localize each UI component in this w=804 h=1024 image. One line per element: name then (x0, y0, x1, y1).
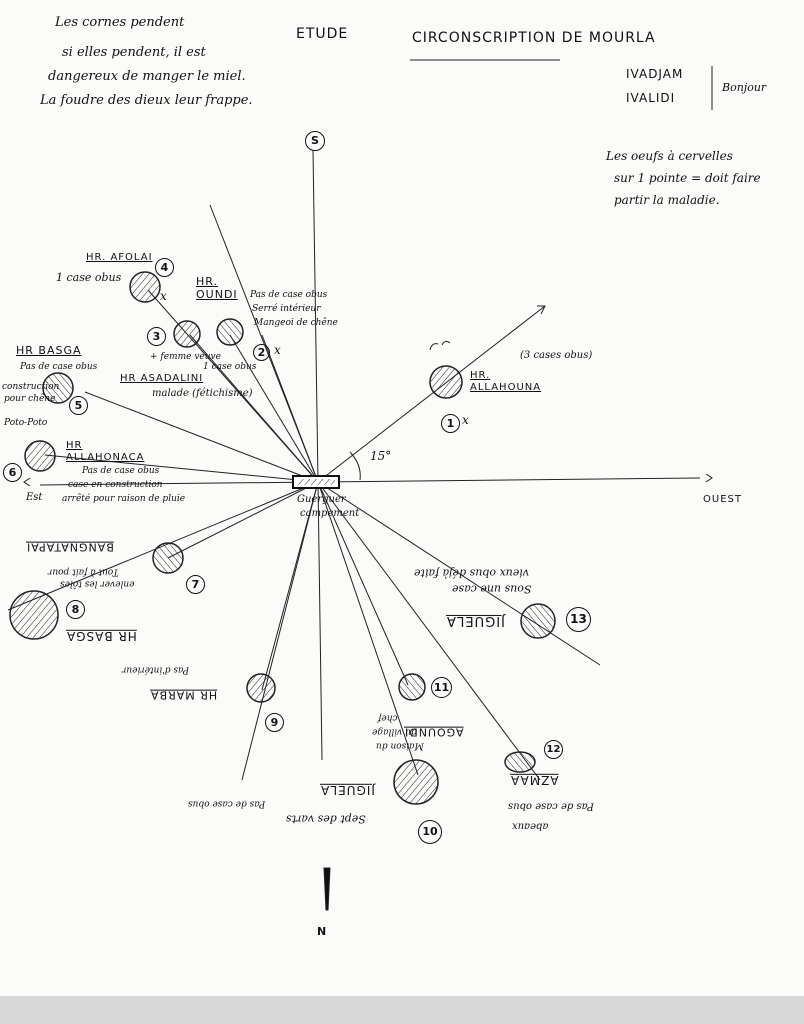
site-2-mark: x (274, 343, 281, 357)
site-12-note-1: Pas de case obus (508, 800, 594, 812)
site-9-note-1: Pas d'intérieur (122, 664, 189, 675)
east-label: Est (26, 492, 43, 503)
site-10-note-1: Sept des varts (286, 812, 366, 826)
note-top-left-1: Les cornes pendent (55, 15, 185, 30)
note-top-left-2: si elles pendent, il est (62, 45, 206, 60)
site-1-name: HR. ALLAHOUNA (470, 370, 542, 393)
site-6-note-1: Poto-Poto (4, 418, 48, 428)
site-3-note-3: malade (fétichisme) (152, 388, 253, 399)
title-circonscription: CIRCONSCRIPTION DE MOURLA (412, 30, 656, 46)
site-10-number: 10 (418, 820, 442, 844)
site-11-note-1: Maison du (376, 740, 424, 751)
site-2-note-1: Pas de case obus (250, 290, 328, 300)
note-top-left-4: La foudre des dieux leur frappe. (40, 93, 253, 108)
site-2-note-3: Mangeoi de chêne (254, 318, 338, 328)
site-6-name: HR ALLAHONACA (66, 440, 145, 463)
note-right-3: partir la maladie. (614, 193, 720, 207)
site-1-extra: (3 cases obus) (520, 350, 593, 361)
name-ivalidi: IVALIDI (626, 91, 676, 105)
site-5-note-3: pour chêne (4, 394, 56, 404)
west-label: OUEST (703, 494, 742, 505)
title-etude: ETUDE (296, 26, 349, 42)
site-2-note-2: Serré intérieur (252, 304, 321, 314)
site-3-number: 3 (147, 327, 166, 346)
site-2-number: 2 (253, 344, 270, 361)
site-3-note-2: 1 case obus (203, 362, 257, 372)
site-11-number: 11 (431, 677, 452, 698)
site-2-name: HR. OUNDI (196, 275, 238, 301)
center-label-1: Guerguer (297, 494, 346, 505)
note-top-left-3: dangereux de manger le miel. (48, 69, 246, 84)
site-1-mark: x (462, 413, 469, 427)
site-13-number: 13 (566, 607, 591, 632)
site-4-number: 4 (155, 258, 174, 277)
angle-label: 15° (370, 449, 392, 463)
site-7-number: 7 (186, 575, 205, 594)
note-right-1: Les oeufs à cervelles (606, 149, 733, 163)
site-4-name: HR. AFOLAI (86, 252, 153, 263)
site-4-note-1: 1 case obus (56, 271, 122, 284)
site-5-note-1: Pas de case obus (20, 362, 98, 372)
south-marker: S (305, 131, 325, 151)
site-9-name: HR MARBA (150, 688, 218, 702)
site-13-name: JIGUELA (446, 612, 505, 628)
site-6-number: 6 (3, 463, 22, 482)
site-8-number: 8 (66, 600, 85, 619)
site-7-name: BANGNATAPAI (26, 540, 114, 554)
north-label: N (317, 925, 328, 938)
site-12-note-2: abeaux (512, 820, 549, 832)
site-13-note-1: Sous une case (452, 582, 532, 596)
site-10-name: JIGUELA (320, 782, 375, 797)
site-3-note-1: + femme veuve (150, 352, 221, 362)
site-3-name: HR ASADALINI (120, 373, 204, 384)
site-6-note-2: Pas de case obus (82, 466, 160, 476)
site-5-number: 5 (69, 396, 88, 415)
site-9-number: 9 (265, 713, 284, 732)
site-7-note-1: Tout à fait pour (48, 566, 119, 577)
site-5-note-2: construction (2, 382, 60, 392)
site-10-note-2: Pas de case obus (188, 798, 266, 809)
site-5-name: HR BASGA (16, 344, 82, 357)
site-6-note-4: arrêté pour raison de pluie (62, 494, 186, 504)
site-12-name: AZMAA (510, 772, 559, 787)
site-4-mark: x (160, 289, 167, 303)
site-7-note-2: enlever les tôles (60, 578, 135, 589)
site-11-note-3: du village (372, 726, 417, 737)
site-12-number: 12 (544, 740, 563, 759)
note-right-2: sur 1 pointe = doit faire (614, 171, 761, 185)
paper-sheet (0, 0, 804, 996)
site-8-name: HR BASGA (66, 628, 137, 643)
site-1-number: 1 (441, 414, 460, 433)
bonjour-text: Bonjour (722, 81, 767, 94)
site-11-note-2: chef (378, 712, 398, 723)
site-13-note-2: vieux obus déjà faite (414, 566, 530, 580)
name-ivadjam: IVADJAM (626, 67, 684, 81)
center-label-2: campement (300, 508, 360, 519)
site-6-note-3: case en construction (68, 480, 163, 490)
